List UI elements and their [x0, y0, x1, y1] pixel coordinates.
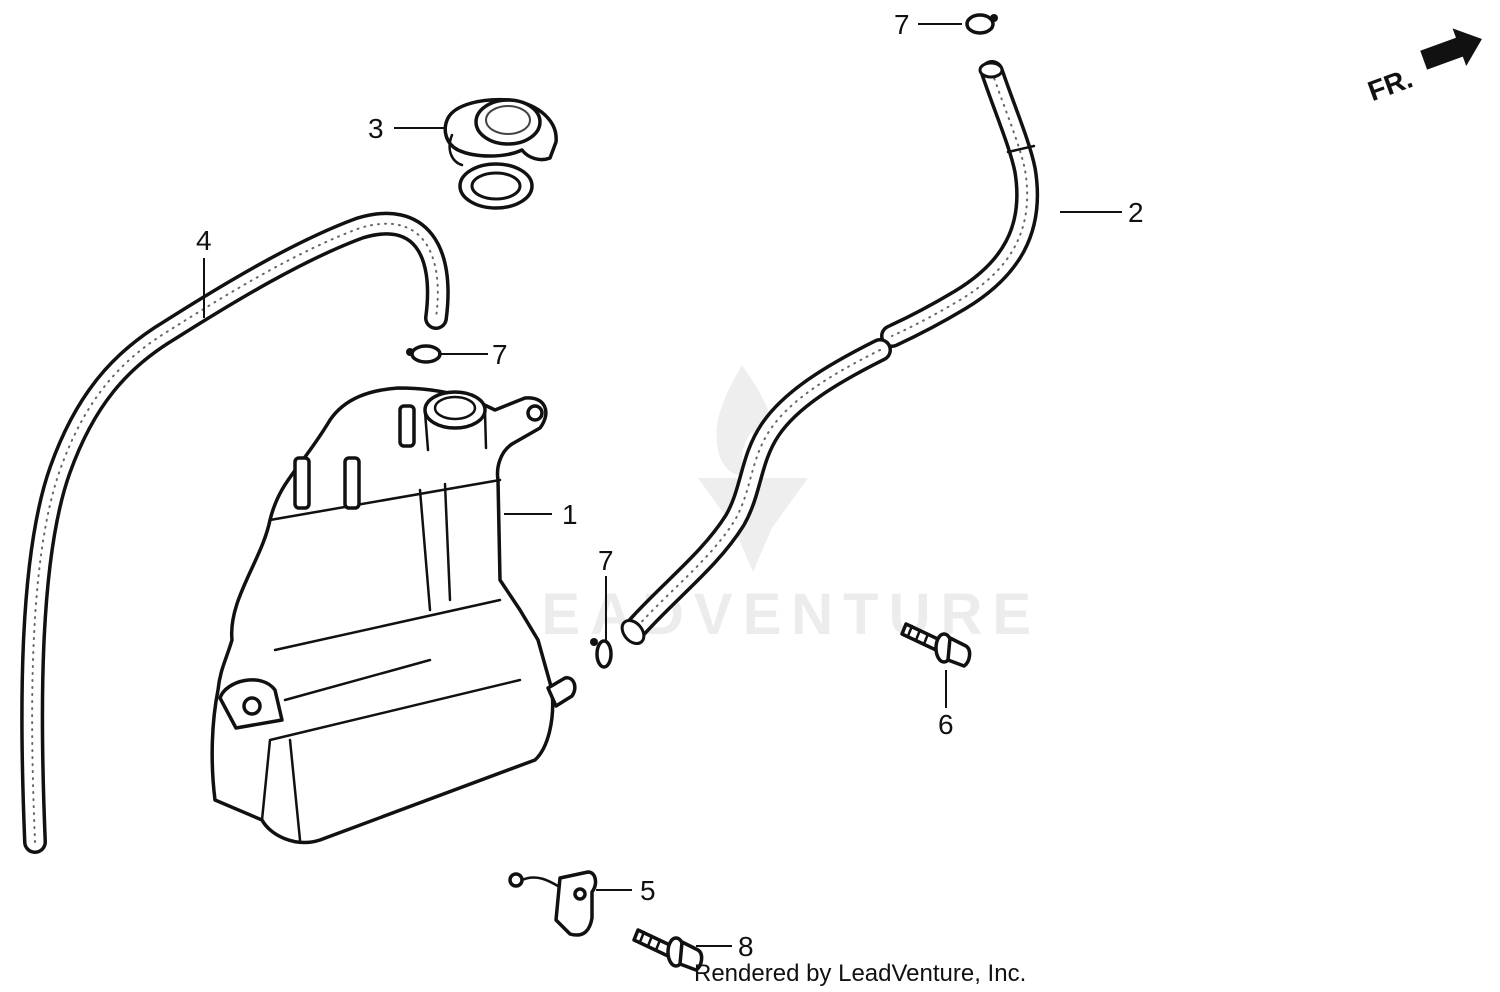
- callout-4: 4: [196, 225, 212, 256]
- hose-clip-icon: [406, 344, 442, 364]
- credit-text: Rendered by LeadVenture, Inc.: [694, 960, 1027, 987]
- hose-clip-icon: [590, 638, 613, 669]
- siphon-hose-icon: [20, 211, 450, 854]
- callout-7-middle: 7: [492, 339, 508, 370]
- callout-1: 1: [562, 499, 578, 530]
- watermark: LEADVENTURE: [496, 365, 1041, 647]
- overflow-hose-icon: [620, 60, 1040, 646]
- reserve-tank-icon: [210, 386, 577, 845]
- tank-cap-icon: [443, 97, 558, 210]
- flange-bolt-icon: [900, 622, 972, 668]
- callout-3: 3: [368, 113, 384, 144]
- direction-label: FR.: [1364, 62, 1417, 107]
- callout-6: 6: [938, 709, 954, 740]
- callouts: 1 2 3 4 5 6 7 7 7 8: [196, 9, 1144, 962]
- callout-8: 8: [738, 931, 754, 962]
- callout-7-top: 7: [894, 9, 910, 40]
- flange-bolt-icon: [632, 928, 704, 972]
- callout-7-lower: 7: [598, 545, 614, 576]
- leader-lines: [203, 23, 1122, 947]
- watermark-text: LEADVENTURE: [496, 582, 1041, 647]
- callout-2: 2: [1128, 197, 1144, 228]
- stay-bracket-icon: [508, 870, 598, 937]
- hose-clip-icon: [965, 13, 998, 35]
- front-direction-arrow-icon: FR.: [1364, 28, 1482, 107]
- callout-5: 5: [640, 875, 656, 906]
